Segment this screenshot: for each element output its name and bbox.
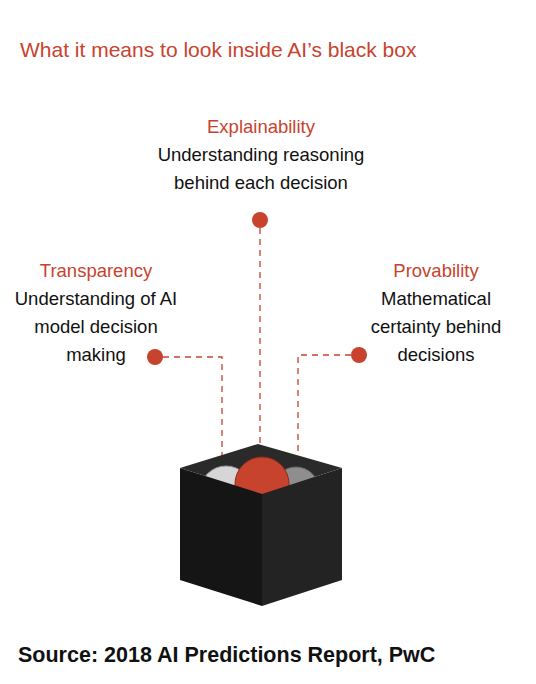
box-left-face bbox=[180, 468, 262, 606]
callout-body: Understanding of AI model decision makin… bbox=[3, 285, 189, 369]
callout-block: ProvabilityMathematical certainty behind… bbox=[356, 257, 516, 369]
diagram-title: What it means to look inside AI’s black … bbox=[20, 36, 530, 64]
callout-body: Understanding reasoning behind each deci… bbox=[131, 141, 391, 197]
callout-heading: Transparency bbox=[3, 257, 189, 285]
callout-block: ExplainabilityUnderstanding reasoning be… bbox=[131, 113, 391, 197]
callout-heading: Explainability bbox=[131, 113, 391, 141]
leader-line bbox=[298, 355, 351, 474]
callout-dot bbox=[351, 347, 367, 363]
callout-body: Mathematical certainty behind decisions bbox=[356, 285, 516, 369]
callout-dot bbox=[252, 212, 268, 228]
box-right-face bbox=[262, 468, 342, 606]
callout-heading: Provability bbox=[356, 257, 516, 285]
leader-line bbox=[259, 228, 260, 458]
callout-block: TransparencyUnderstanding of AI model de… bbox=[3, 257, 189, 369]
source-caption: Source: 2018 AI Predictions Report, PwC bbox=[18, 641, 533, 669]
callout-dot bbox=[147, 349, 163, 365]
